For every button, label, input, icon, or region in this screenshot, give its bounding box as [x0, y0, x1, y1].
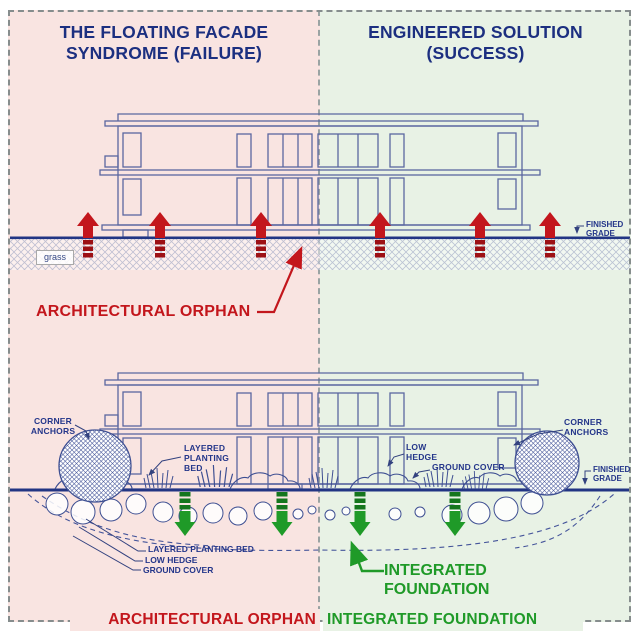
corner-anchors-label-left: CORNER ANCHORS [30, 416, 76, 436]
grass-label: grass [36, 250, 74, 265]
ground-cover-label-upper: GROUND COVER [432, 462, 505, 472]
orphan-callout-leader [257, 245, 303, 314]
layered-planting-bed-label-upper: LAYERED PLANTING BED [184, 443, 230, 473]
success-panel-title: ENGINEERED SOLUTION (SUCCESS) [320, 22, 631, 64]
corner-anchors-label-right: CORNER ANCHORS [564, 417, 609, 437]
entry-step [267, 483, 303, 490]
failure-panel-title: THE FLOATING FACADE SYNDROME (FAILURE) [8, 22, 320, 64]
bed-shrub-circles [45, 491, 544, 526]
architectural-orphan-callout: ARCHITECTURAL ORPHAN [36, 303, 251, 320]
low-hedge-label-list: LOW HEDGE [145, 555, 198, 565]
grade-line-bottom [10, 488, 630, 492]
integrated-foundation-callout: INTEGRATED FOUNDATION [384, 562, 490, 598]
scene-engineered-solution [10, 372, 630, 573]
success-title-line2: (SUCCESS) [426, 43, 525, 63]
finished-grade-leader-top [574, 225, 584, 234]
ground-hatch [10, 239, 630, 270]
ground-cover-label-list: GROUND COVER [143, 565, 214, 575]
panel-divider-line [318, 10, 320, 622]
success-bottom-label: INTEGRATED FOUNDATION [323, 609, 583, 631]
failure-title-line2: SYNDROME (FAILURE) [65, 43, 263, 63]
failure-bottom-label: ARCHITECTURAL ORPHAN [70, 609, 320, 631]
success-title-line1: ENGINEERED SOLUTION [368, 22, 583, 42]
low-hedge-label-upper: LOW HEDGE [406, 442, 438, 462]
scene-floating-facade [10, 113, 630, 314]
foundation-callout-leader [350, 540, 384, 573]
grade-line-top [10, 236, 630, 240]
porch-step [122, 229, 149, 238]
building-elevation-top [99, 113, 541, 231]
finished-grade-label-top: FINISHED GRADE [586, 220, 624, 239]
finished-grade-label-bottom: FINISHED GRADE [593, 465, 631, 484]
annotation-leaders [72, 424, 591, 571]
layered-planting-bed-label-list: LAYERED PLANTING BED [148, 544, 254, 554]
corner-anchor-shrubs [58, 429, 580, 503]
failure-title-line1: THE FLOATING FACADE [59, 22, 269, 42]
